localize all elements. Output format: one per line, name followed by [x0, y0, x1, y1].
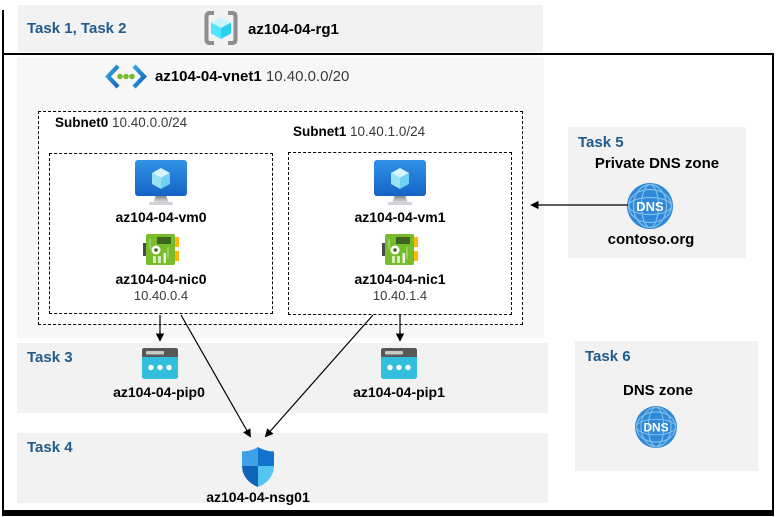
- subnet1-cidr: 10.40.1.0/24: [350, 124, 426, 139]
- task4-band: Task 4: [17, 433, 548, 503]
- dns-zone-title: DNS zone: [622, 382, 693, 399]
- nic1-ip: 10.40.1.4: [372, 288, 428, 303]
- vnet-icon: [105, 64, 147, 89]
- diagram-outer-frame: [2, 53, 774, 516]
- pip1-icon: [381, 348, 417, 379]
- subnet1-title: Subnet1 10.40.1.0/24: [293, 124, 425, 139]
- nic1-icon: [382, 234, 418, 265]
- vnet-cidr: 10.40.0.0/20: [265, 68, 350, 85]
- vm1-label: az104-04-vm1: [354, 209, 446, 225]
- private-dns-zone-title: Private DNS zone: [594, 155, 720, 172]
- header-band: Task 1, Task 2: [18, 5, 543, 52]
- private-dns-zone-name: contoso.org: [607, 231, 695, 248]
- vm0-label: az104-04-vm0: [115, 209, 207, 225]
- resource-group-icon: [204, 11, 238, 45]
- nsg-shield-icon: [242, 447, 274, 487]
- task5-label: Task 5: [578, 134, 624, 151]
- subnet0-title: Subnet0 10.40.0.0/24: [55, 115, 187, 130]
- pip1-label: az104-04-pip1: [353, 384, 445, 400]
- header-task-label: Task 1, Task 2: [27, 20, 127, 37]
- resource-group-name: az104-04-rg1: [248, 21, 339, 38]
- nic0-ip: 10.40.0.4: [133, 288, 189, 303]
- vnet-title: az104-04-vnet1 10.40.0.0/20: [155, 68, 349, 85]
- nic0-icon: [143, 234, 179, 265]
- dns-zone-globe-icon: DNS: [635, 406, 677, 448]
- task6-box: Task 6 DNS zone: [575, 341, 758, 471]
- task3-band: Task 3: [17, 343, 548, 413]
- frame-stub-line: [2, 10, 4, 53]
- subnet0-cidr: 10.40.0.0/24: [112, 115, 188, 130]
- task4-label: Task 4: [27, 439, 73, 456]
- nic0-label: az104-04-nic0: [115, 271, 207, 287]
- task6-label: Task 6: [585, 348, 631, 365]
- vm0-icon: [135, 160, 187, 205]
- private-dns-globe-icon: DNS: [627, 183, 673, 229]
- vnet-name: az104-04-vnet1: [155, 68, 262, 85]
- subnet1-name: Subnet1: [293, 124, 347, 139]
- nic1-label: az104-04-nic1: [354, 271, 446, 287]
- pip0-label: az104-04-pip0: [113, 384, 205, 400]
- subnet1-box: [288, 152, 512, 315]
- pip0-icon: [142, 348, 178, 379]
- private-dns-icon-text: DNS: [636, 199, 664, 214]
- subnets-container: [38, 111, 523, 325]
- dns-zone-icon-text: DNS: [643, 421, 668, 435]
- task3-label: Task 3: [27, 349, 73, 366]
- nsg-label: az104-04-nsg01: [206, 489, 310, 505]
- subnet0-box: [49, 153, 273, 314]
- vm1-icon: [374, 160, 426, 205]
- subnet0-name: Subnet0: [55, 115, 109, 130]
